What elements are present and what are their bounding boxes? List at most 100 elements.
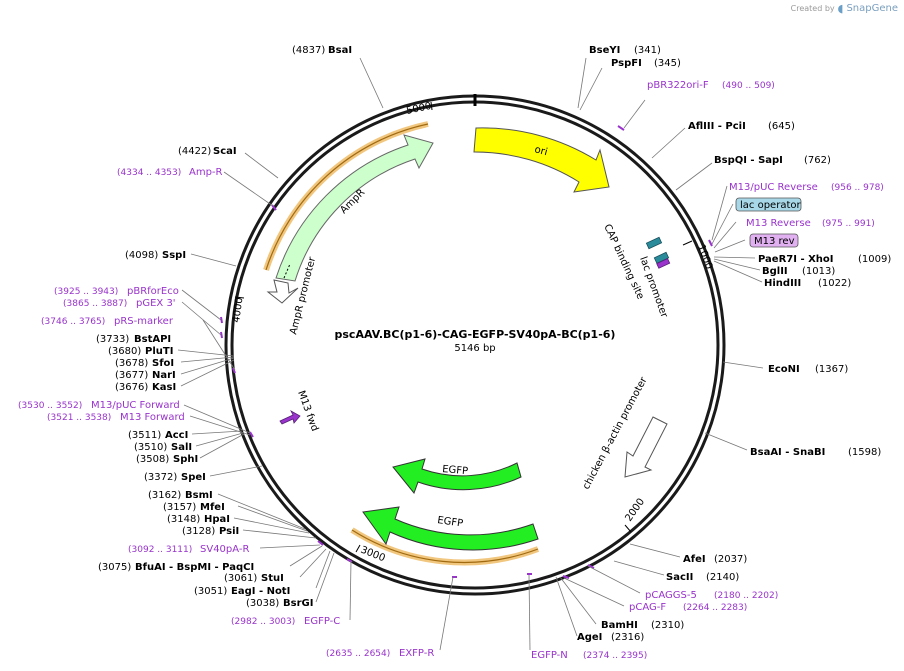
primer-name-pbrforeco: pBRforEco [127,286,179,297]
site-name-econi: EcoNI [768,364,800,375]
site-name-bsmi: BsmI [185,490,213,501]
site-name-bsaai: BsaAI - SnaBI [750,447,825,458]
egfp-inner-feature[interactable] [392,458,522,495]
tick-5000: 5000 [405,101,432,117]
lac-operator-label: lac operator [740,200,801,211]
site-pos-econi: (1367) [815,364,848,375]
primer-name-m13-reverse: M13 Reverse [746,218,811,229]
m13-rev-label: M13 rev [754,236,795,247]
site-name-sspi: SspI [162,250,186,261]
egfp-outer-label: EGFP [437,515,464,529]
site-pos-sali: (3510) [134,442,167,453]
m13-fwd-label: M13 fwd [295,389,320,433]
cap-binding-site-feature[interactable] [645,236,663,250]
site-name-scai: ScaI [213,146,237,157]
site-name-pspfi: PspFI [611,58,642,69]
plasmid-name: pscAAV.BC(p1-6)-CAG-EGFP-SV40pA-BC(p1-6) [335,328,616,341]
primer-range-m13puc-fwd: (3530 .. 3552) [18,401,82,411]
primer-name-ampr: Amp-R [189,167,223,178]
primer-name-m13puc-rev: M13/pUC Reverse [729,182,818,193]
site-pos-sspi: (4098) [125,250,158,261]
primer-labels: pBR322ori-F (490 .. 509) M13/pUC Reverse… [18,80,884,661]
primer-name-exfpr: EXFP-R [399,648,434,659]
primer-mark-pcagf [562,575,570,579]
site-name-bsrgi: BsrGI [283,598,313,609]
site-name-sfoi: SfoI [152,358,174,369]
primer-range-exfpr: (2635 .. 2654) [326,649,390,659]
primer-range-m13-reverse: (975 .. 991) [822,219,875,229]
site-name-bseyi: BseYI [589,45,620,56]
primer-name-pcagf: pCAG-F [629,602,666,613]
site-pos-nari: (3677) [115,370,148,381]
primer-name-m13-forward: M13 Forward [120,412,185,423]
site-name-paer7i: PaeR7I - XhoI [758,254,834,265]
credit-prefix: Created by [790,4,835,13]
ampr-highlight-line [265,123,429,271]
site-pos-hindiii: (1022) [818,278,851,289]
primer-range-m13puc-rev: (956 .. 978) [831,183,884,193]
site-pos-agei: (2316) [611,632,644,643]
site-pos-scai: (4422) [178,146,211,157]
site-pos-bseyi: (341) [634,45,661,56]
primer-range-pgex: (3865 .. 3887) [63,299,127,309]
primer-range-prsmarker: (3746 .. 3765) [41,317,105,327]
site-pos-bsaai: (1598) [848,447,881,458]
site-name-bglii: BglII [762,266,788,277]
site-pos-kasi: (3676) [115,382,148,393]
primer-range-pbr322ori: (490 .. 509) [722,81,775,91]
site-pos-bglii: (1013) [802,266,835,277]
site-pos-afei: (2037) [714,554,747,565]
site-name-kasi: KasI [152,382,176,393]
site-pos-afliii: (645) [768,121,795,132]
egfp-inner-label: EGFP [442,464,469,477]
site-pos-stui: (3061) [224,573,257,584]
primer-range-pcaggs5: (2180 .. 2202) [714,591,778,601]
primer-range-pbrforeco: (3925 .. 3943) [54,287,118,297]
tick-1000: 1000 [695,243,714,271]
site-name-nari: NarI [152,370,176,381]
site-pos-eagi: (3051) [194,586,227,597]
site-pos-bsrgi: (3038) [246,598,279,609]
ampr-feature[interactable] [275,134,434,282]
snapgene-credit: Created by ◖ SnapGene [791,2,898,15]
site-labels: (4837) BsaI BseYI (341) PspFI (345) AflI… [96,45,891,643]
egfp-outer-feature[interactable] [362,506,539,551]
site-pos-bspqi: (762) [804,155,831,166]
primer-name-pbr322ori: pBR322ori-F [647,80,709,91]
chicken-promoter-label: chicken β-actin promoter [581,375,650,492]
primer-range-ampr: (4334 .. 4353) [117,168,181,178]
site-pos-hpai: (3148) [167,514,200,525]
primer-name-pcaggs5: pCAGGS-5 [645,590,697,601]
ampr-promoter-feature[interactable] [266,279,299,304]
primer-mark-pbr322ori [617,125,625,131]
primer-range-egfpc: (2982 .. 3003) [231,617,295,627]
site-name-acci: AccI [165,430,188,441]
primer-name-m13puc-fwd: M13/pUC Forward [91,400,180,411]
site-name-bsai: BsaI [328,45,352,56]
m13-fwd-feature[interactable] [279,410,301,425]
site-name-bstapi: BstAPI [134,334,171,345]
lac-operator-box[interactable] [735,197,802,212]
ori-feature[interactable] [473,127,610,193]
site-name-hindiii: HindIII [764,278,801,289]
site-pos-sacii: (2140) [706,572,739,583]
primer-mark-pgex [220,331,223,339]
site-pos-paer7i: (1009) [858,254,891,265]
site-name-psii: PsiI [219,526,239,537]
primer-mark-pcaggs5 [587,564,595,569]
site-pos-bfuai: (3075) [98,562,131,573]
chicken-promoter-feature[interactable] [624,416,668,478]
site-name-spei: SpeI [181,472,206,483]
primer-range-m13-forward: (3521 .. 3538) [47,413,111,423]
m13-rev-box[interactable] [749,233,799,248]
primer-range-sv40par: (3092 .. 3111) [128,545,192,555]
site-name-pluti: PluTI [145,346,173,357]
site-name-agei: AgeI [577,632,602,643]
m13-rev-feature[interactable] [656,258,671,269]
primer-mark-prsmarker [232,367,236,374]
site-pos-bstapi: (3733) [96,334,129,345]
primer-mark-sv40par [317,540,324,546]
site-name-bfuai: BfuAI - BspMI - PaqCI [135,562,254,573]
site-pos-sfoi: (3678) [115,358,148,369]
